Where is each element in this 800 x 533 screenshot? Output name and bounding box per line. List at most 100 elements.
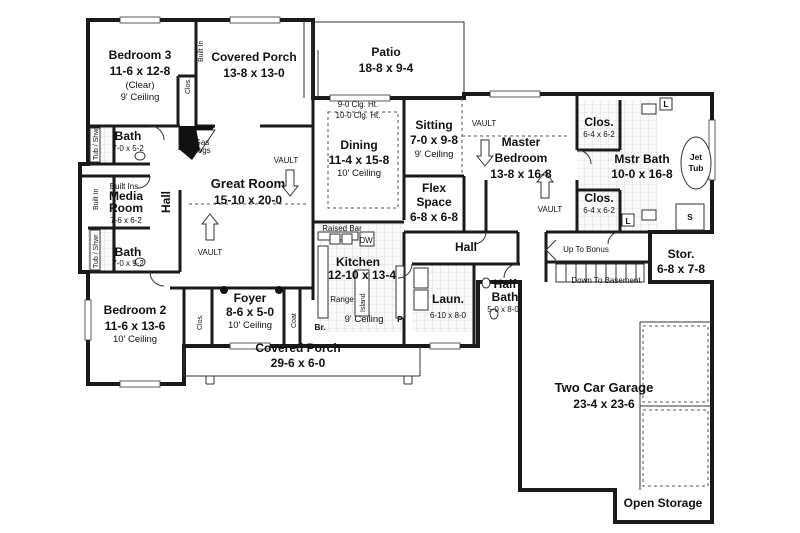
broom-closet-label: Br. [314,322,325,332]
storage-name: Stor. [668,247,695,261]
garage-parking-outline [642,325,709,487]
garage-dims: 23-4 x 23-6 [573,397,635,411]
front-porch-outline [183,346,421,377]
door-swings [137,125,621,287]
half-bath-dims: 5-0 x 8-0 [487,305,519,314]
master-bath-floor [577,100,657,230]
master-vault-label: VAULT [472,119,497,128]
bedroom3-dims: 11-6 x 12-8 [110,64,171,78]
bedroom2-name: Bedroom 2 [104,303,167,317]
interior-walls-right [402,94,712,234]
bedroom2-closet-label: Clos. [197,314,204,330]
master-bedroom-dims: 13-8 x 16-8 [490,167,552,181]
half-bath-name1: Half [494,277,518,291]
dining-dims: 11-4 x 15-8 [329,153,390,167]
hall-center-label: Hall [455,240,477,254]
bath-top-name: Bath [115,129,142,143]
windows [84,16,716,388]
bath-bottom-name: Bath [115,245,142,259]
dining-name: Dining [340,138,377,152]
sitting-dims: 7-0 x 9-8 [410,133,458,147]
rear-porch-columns [303,22,319,98]
great-room-vault-label: VAULT [274,156,299,165]
storage-dims: 6-8 x 7-8 [657,262,705,276]
tub-shower-label-top: Tub / Shwr [93,126,100,160]
down-to-basement-label: Down To Basement [571,276,641,285]
master-bath-dims: 10-0 x 16-8 [611,167,673,181]
media-room-name1: Media [109,189,143,203]
covered-porch-top-name: Covered Porch [211,50,296,64]
master-vault-line [461,98,570,176]
jet-tub-label-2: Tub [689,163,704,173]
dining-clg-2: 10-0 Clg. Ht. [336,111,381,120]
sitting-name: Sitting [415,118,452,132]
dining-note: 10' Ceiling [337,168,381,179]
tub-shower-label-bottom: Tub / Shwr [93,234,100,268]
patio-dims: 18-8 x 9-4 [359,61,414,75]
covered-porch-front-name: Covered Porch [255,341,340,355]
covered-porch-top-dims: 13-8 x 13-0 [223,66,285,80]
gas-logs-label-2: Logs [193,146,210,155]
master-bedroom-name2: Bedroom [495,151,548,165]
jet-tub-label-1: Jet [690,152,702,162]
bedroom3-note1: (Clear) [125,80,154,91]
flex-space-name1: Flex [422,181,446,195]
hall-left-label: Hall [159,191,173,213]
vault-arrow-icons [200,139,555,241]
sitting-note: 9' Ceiling [415,149,454,160]
great-room-vault-label-2: VAULT [198,248,223,257]
closet-bottom-dims: 6-4 x 6-2 [583,206,615,215]
foyer-dims: 8-6 x 5-0 [226,305,274,319]
built-in-label-media: Built In [93,188,100,210]
island-label: Island [360,293,367,312]
patio-outline [313,21,465,94]
great-room-name: Great Room [211,176,285,191]
foyer-column-right [275,286,283,294]
bedroom3-note2: 9' Ceiling [121,92,160,103]
garage-door-outline [639,321,712,490]
covered-porch-front-dims: 29-6 x 6-0 [271,356,326,370]
bedroom3-closet-label: Clos. [185,78,192,94]
flex-space-dims: 6-8 x 6-8 [410,210,458,224]
linen-label-top: L [663,99,668,109]
foyer-column-left [220,286,228,294]
kitchen-dims: 12-10 x 13-4 [328,268,396,282]
master-vault-label-2: VAULT [538,205,563,214]
gas-logs-label-1: Gas [195,138,210,147]
bedroom2-dims: 11-6 x 13-6 [105,319,166,333]
bath-top-dims: 7-0 x 5-2 [112,144,144,153]
kitchen-note: 9' Ceiling [345,314,384,325]
built-ins-label: Built Ins [110,182,138,191]
foyer-name: Foyer [234,291,267,305]
linen-label-bottom: L [625,216,630,226]
up-to-bonus-label: Up To Bonus [563,245,609,254]
master-bedroom-name1: Master [502,135,541,149]
garage-name: Two Car Garage [555,380,654,395]
flex-space-name2: Space [416,195,452,209]
bath-bottom-dims: 7-0 x 9-2 [112,259,144,268]
bath-fixtures [89,97,712,320]
open-storage-name: Open Storage [624,496,703,510]
great-room-dims: 15-10 x 20-0 [214,193,282,207]
built-in-label-top: Built In [198,40,205,62]
half-bath-name2: Bath [492,290,519,304]
pantry-label: P [397,314,403,324]
closet-bottom-name: Clos. [584,191,613,205]
bedroom2-note: 10' Ceiling [113,334,157,345]
kitchen-name: Kitchen [336,255,380,269]
dining-clg-1: 9-0 Clg. Ht. [338,100,378,109]
media-room-name2: Room [109,201,143,215]
coat-closet-label: Coat [291,313,298,328]
laundry-dims: 6-10 x 8-0 [430,311,467,320]
bedroom3-name: Bedroom 3 [109,48,172,62]
porch-steps [205,376,413,385]
bedroom3-closet-wall [176,74,196,126]
range-label: Range [330,295,354,304]
fireplace-hearth [195,129,216,154]
raised-bar-label: Raised Bar [322,224,362,233]
patio-name: Patio [371,45,400,59]
foyer-note: 10' Ceiling [228,320,272,331]
media-room-dims: 7-6 x 6-2 [110,216,142,225]
dishwasher-label: DW [359,236,373,245]
